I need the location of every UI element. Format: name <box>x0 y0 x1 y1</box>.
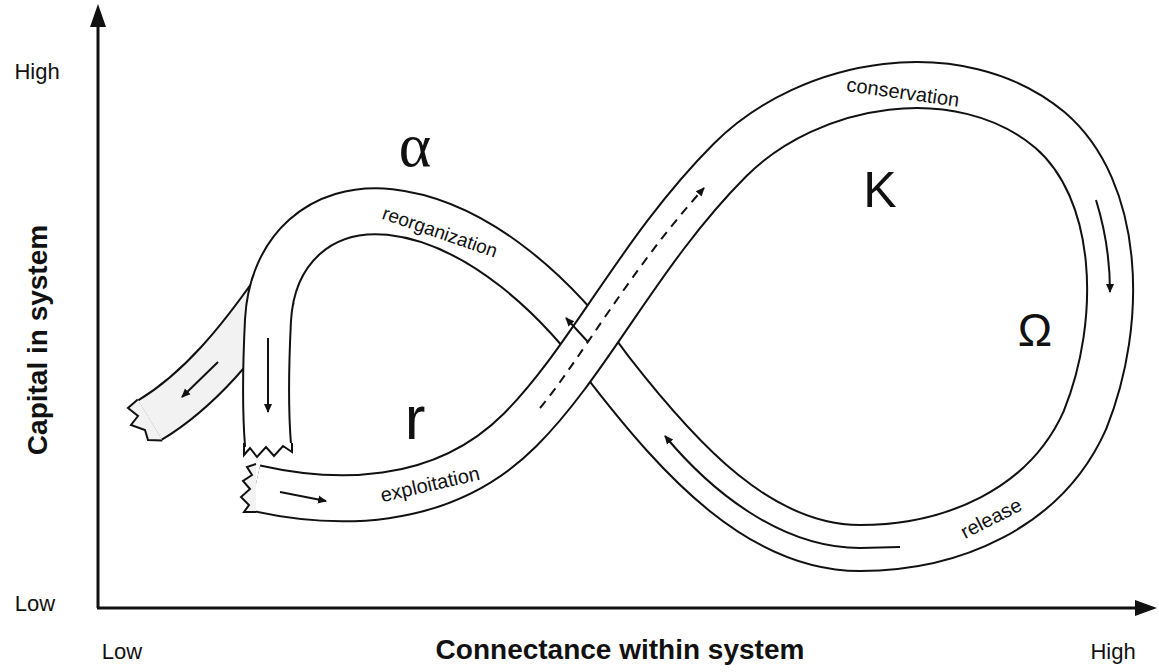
axis-title: Capital in system <box>24 225 52 455</box>
flow-arrow-dashed <box>540 188 704 408</box>
flow-arrow <box>566 318 588 342</box>
flow-arrow <box>182 362 218 397</box>
flow-arrow <box>267 338 269 412</box>
axis-tick-label: High <box>1090 641 1135 663</box>
band-fill <box>255 85 1110 548</box>
phase-symbol: K <box>863 165 896 215</box>
phase-label: reorganization <box>380 203 500 260</box>
phase-symbol: Ω <box>1018 307 1052 353</box>
y-axis-arrowhead <box>90 4 106 27</box>
phase-label: exploitation <box>378 463 481 505</box>
band-broken-end <box>128 399 162 440</box>
axis-tick-label: Low <box>102 641 142 663</box>
band-broken-edge <box>241 464 256 512</box>
flow-arrow <box>280 492 326 501</box>
phase-label: release <box>957 494 1025 542</box>
phase-label: conservation <box>845 74 960 110</box>
band-broken-end <box>241 465 256 511</box>
axis-title: Connectance within system <box>436 636 805 664</box>
x-axis <box>97 607 1138 610</box>
band-broken-edge <box>244 443 292 457</box>
band-outline <box>255 85 1110 548</box>
axis-tick-label: Low <box>15 593 55 615</box>
flow-arrow <box>1096 200 1110 292</box>
phase-symbol: r <box>405 387 426 449</box>
phase-symbol: α <box>399 114 431 176</box>
x-axis-arrowhead <box>1135 600 1157 616</box>
flow-arrow <box>665 436 900 548</box>
y-axis <box>97 24 100 608</box>
band-broken-edge <box>128 399 162 440</box>
axis-tick-label: High <box>14 61 59 83</box>
